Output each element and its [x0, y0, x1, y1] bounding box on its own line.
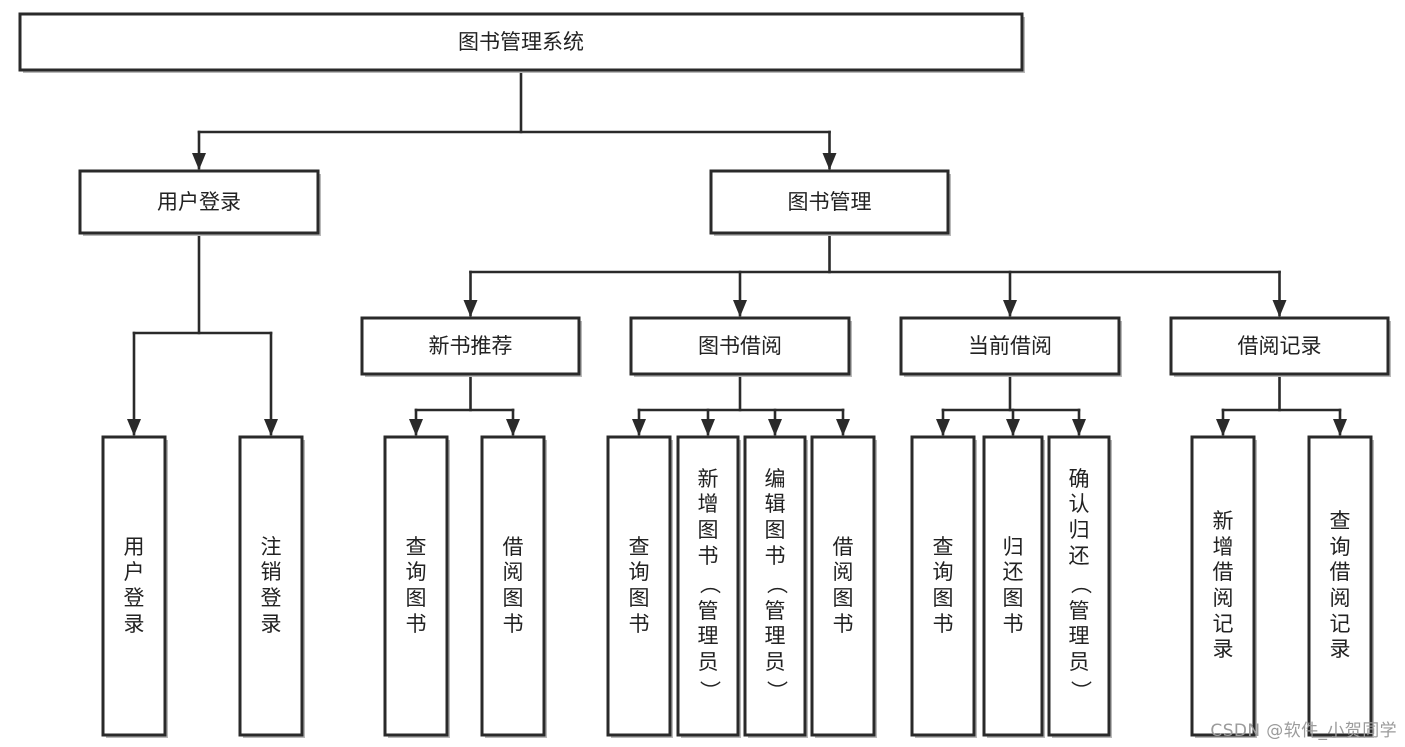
- arrow-head-icon: [409, 419, 423, 436]
- leaf-box-3[interactable]: [480, 435, 546, 737]
- arrow-head-icon: [192, 153, 206, 170]
- arrow-head-icon: [733, 300, 747, 317]
- node-box-level2-0[interactable]: [78, 169, 320, 235]
- node-box-level3-1[interactable]: [629, 316, 851, 376]
- node-box-level3-3[interactable]: [1169, 316, 1390, 376]
- arrow-head-icon: [463, 300, 478, 317]
- leaf-box-0[interactable]: [101, 435, 167, 737]
- arrow-head-icon: [1072, 419, 1086, 436]
- node-label-level2-0: 用户登录: [157, 190, 241, 214]
- arrow-head-icon: [264, 419, 278, 436]
- arrow-head-icon: [127, 419, 141, 436]
- arrow-head-icon: [936, 419, 950, 436]
- leaf-box-7[interactable]: [810, 435, 876, 737]
- leaf-box-1[interactable]: [238, 435, 304, 737]
- arrow-head-icon: [768, 419, 782, 436]
- node-label-level3-0: 新书推荐: [429, 334, 513, 358]
- leaf-box-5[interactable]: [676, 435, 740, 737]
- leaf-box-9[interactable]: [982, 435, 1044, 737]
- node-label-level3-2: 当前借阅: [968, 334, 1052, 358]
- arrow-head-icon: [1216, 419, 1230, 436]
- node-box-layer: [18, 12, 1391, 738]
- leaf-box-6[interactable]: [743, 435, 807, 737]
- arrow-head-icon: [506, 419, 520, 436]
- node-box-root[interactable]: [18, 12, 1024, 72]
- leaf-box-8[interactable]: [910, 435, 976, 737]
- watermark-text: CSDN @软件_小贺同学: [1210, 721, 1397, 741]
- node-label-root: 图书管理系统: [458, 30, 584, 54]
- node-box-level3-0[interactable]: [360, 316, 581, 376]
- node-label-level3-1: 图书借阅: [698, 334, 782, 358]
- arrow-head-icon: [1003, 300, 1017, 317]
- node-label-level3-3: 借阅记录: [1238, 334, 1322, 358]
- arrow-head-icon: [632, 419, 646, 436]
- node-label-level2-1: 图书管理: [788, 190, 872, 214]
- arrow-head-icon: [1006, 419, 1020, 436]
- arrow-head-icon: [1333, 419, 1347, 436]
- leaf-box-2[interactable]: [383, 435, 449, 737]
- node-box-level2-1[interactable]: [709, 169, 950, 235]
- arrow-head-icon: [822, 153, 837, 170]
- arrow-head-icon: [701, 419, 715, 436]
- leaf-box-10[interactable]: [1047, 435, 1111, 737]
- leaf-box-4[interactable]: [606, 435, 672, 737]
- node-box-level3-2[interactable]: [899, 316, 1121, 376]
- connector-layer: [127, 68, 1347, 436]
- leaf-box-11[interactable]: [1190, 435, 1256, 737]
- arrow-head-icon: [836, 419, 850, 436]
- arrow-head-icon: [1272, 300, 1287, 317]
- leaf-box-12[interactable]: [1307, 435, 1373, 737]
